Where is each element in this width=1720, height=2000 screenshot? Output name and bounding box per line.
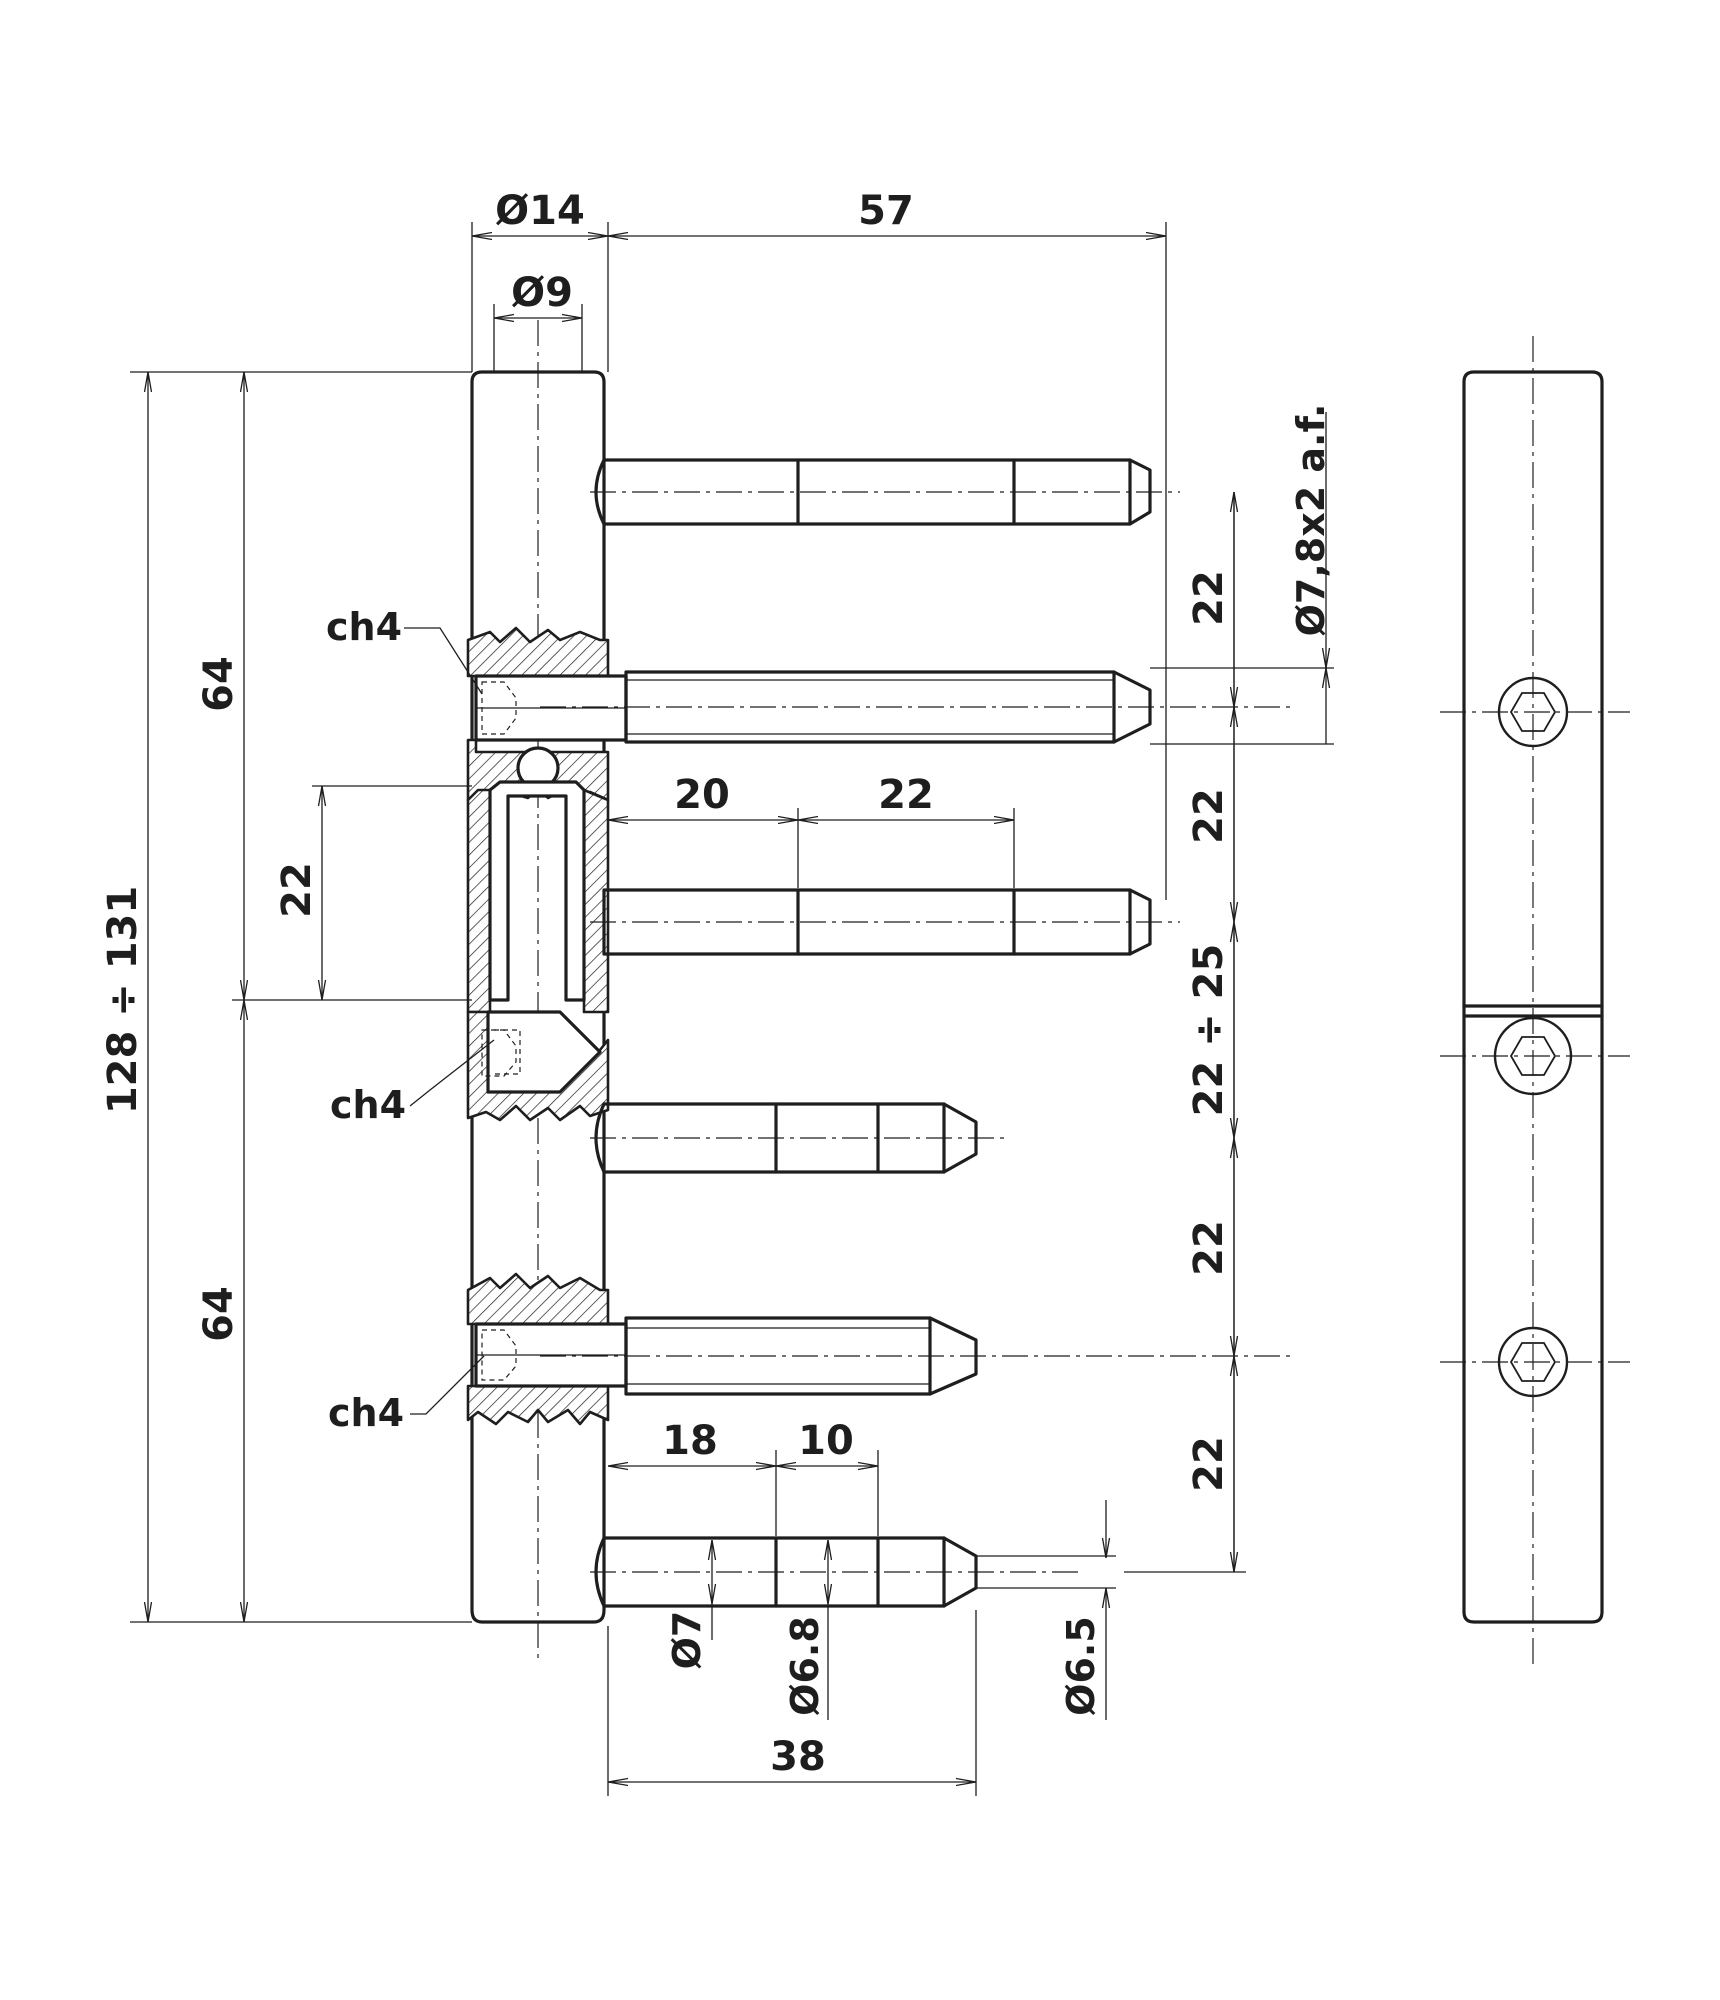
dim-d65: Ø6.5 [1059,1616,1103,1716]
dim-38: 38 [770,1734,826,1780]
dim-wrench-size: Ø7,8x2 a.f. [1289,404,1333,637]
dimension-labels: Ø14 57 Ø9 128 ÷ 131 64 64 22 ch4 ch4 ch4… [100,188,1333,1780]
section-adjuster-sleeve [466,788,492,1014]
section-lower-thread [466,1272,610,1326]
dim-d68: Ø6.8 [783,1616,827,1716]
dim-spacing-1: 22 [1186,570,1232,626]
dim-pin-22: 22 [878,772,934,818]
hex-socket-icon [481,1029,517,1077]
pin-1 [594,458,1152,526]
dim-lower-64: 64 [196,1286,242,1342]
dim-pin-18: 18 [662,1418,718,1464]
dim-spacing-5: 22 [1186,1436,1232,1492]
dimensions [130,222,1334,1796]
dim-d9: Ø9 [511,270,573,316]
pin-6 [594,1536,978,1608]
hex-socket-icon [1493,1016,1573,1096]
hex-socket-icon [1497,676,1569,748]
dim-pin-20: 20 [674,772,730,818]
dim-upper-64: 64 [196,656,242,712]
label-ch4-top: ch4 [326,605,402,649]
dim-d14: Ø14 [495,188,585,234]
label-ch4-bottom: ch4 [328,1391,404,1435]
dim-spacing-3: 22 ÷ 25 [1186,944,1232,1117]
dim-spacing-2: 22 [1186,788,1232,844]
pin-4 [594,1102,978,1174]
hex-socket-icon [1497,1326,1569,1398]
hinge-side-view [466,320,1290,1660]
hinge-front-view [1440,336,1630,1666]
hex-socket-icon [481,1329,517,1381]
label-ch4-middle: ch4 [330,1083,406,1127]
dim-pin-10: 10 [798,1418,854,1464]
hex-socket-icon [481,681,517,735]
dim-57: 57 [858,188,914,234]
dim-overall: 128 ÷ 131 [100,886,146,1114]
dim-inner-22: 22 [274,862,320,918]
dim-d7: Ø7 [665,1611,709,1670]
section-lower-thread-2 [466,1384,610,1426]
dim-spacing-4: 22 [1186,1220,1232,1276]
section-upper-thread [466,626,610,678]
